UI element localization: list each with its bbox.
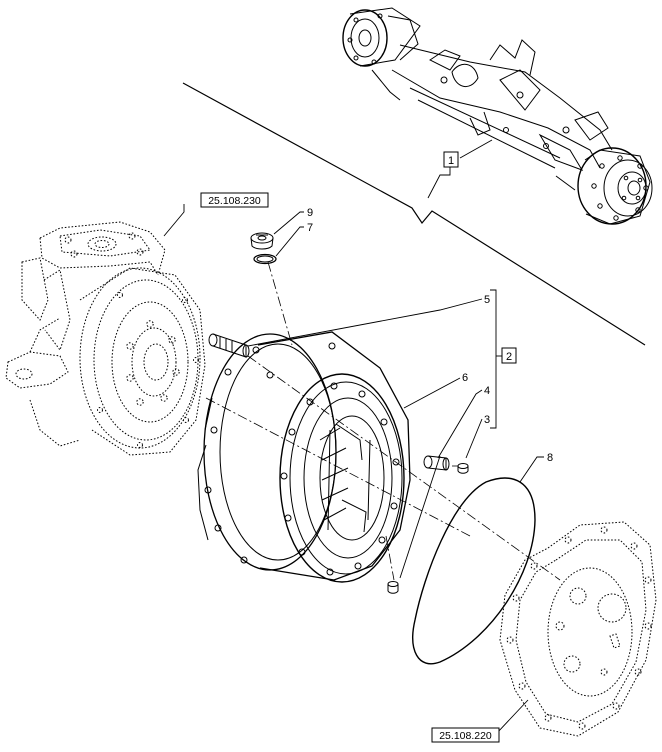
ref-box-cover[interactable]: 25.108.220 bbox=[431, 727, 500, 743]
dowel-pin-large bbox=[423, 455, 450, 471]
callout-7[interactable]: 7 bbox=[307, 222, 313, 234]
o-ring-large bbox=[412, 477, 536, 665]
callout-3[interactable]: 3 bbox=[484, 414, 490, 426]
axle-assembly-illustration bbox=[342, 7, 653, 225]
callout-4[interactable]: 4 bbox=[484, 385, 490, 397]
callout-5[interactable]: 5 bbox=[484, 294, 490, 306]
ref-box-knuckle[interactable]: 25.108.230 bbox=[200, 192, 269, 208]
axle-right-hub bbox=[577, 147, 653, 225]
group-box-axle-label: 1 bbox=[448, 155, 454, 167]
plug-and-oring bbox=[250, 232, 277, 265]
housing-front-face bbox=[266, 342, 405, 583]
stud-bolt bbox=[208, 333, 250, 358]
internal-ring-teeth bbox=[319, 423, 371, 533]
ref-box-knuckle-label: 25.108.230 bbox=[208, 195, 261, 207]
callouts: 9 7 5 6 4 3 8 bbox=[307, 207, 553, 464]
group-box-assembly[interactable]: 2 bbox=[501, 347, 517, 364]
centerlines bbox=[205, 261, 561, 581]
o-ring-small bbox=[253, 253, 277, 265]
group-box-assembly-label: 2 bbox=[506, 351, 512, 363]
hub-cover-illustration bbox=[499, 521, 657, 737]
dowel-pin-small-right bbox=[457, 463, 469, 474]
group-box-axle[interactable]: 1 bbox=[443, 151, 459, 168]
dowel-pin-small-bottom bbox=[387, 581, 399, 594]
leader-lines bbox=[163, 139, 544, 735]
steering-knuckle-illustration bbox=[5, 221, 206, 456]
planetary-housing bbox=[197, 331, 411, 583]
callout-8[interactable]: 8 bbox=[547, 452, 553, 464]
drain-plug bbox=[250, 232, 274, 250]
callout-9[interactable]: 9 bbox=[307, 207, 313, 219]
axle-left-hub bbox=[342, 7, 421, 67]
callout-6[interactable]: 6 bbox=[462, 372, 468, 384]
dowel-pins bbox=[387, 455, 469, 594]
section-separator bbox=[182, 82, 646, 346]
axle-beam bbox=[371, 39, 613, 191]
ref-box-cover-label: 25.108.220 bbox=[439, 730, 492, 742]
